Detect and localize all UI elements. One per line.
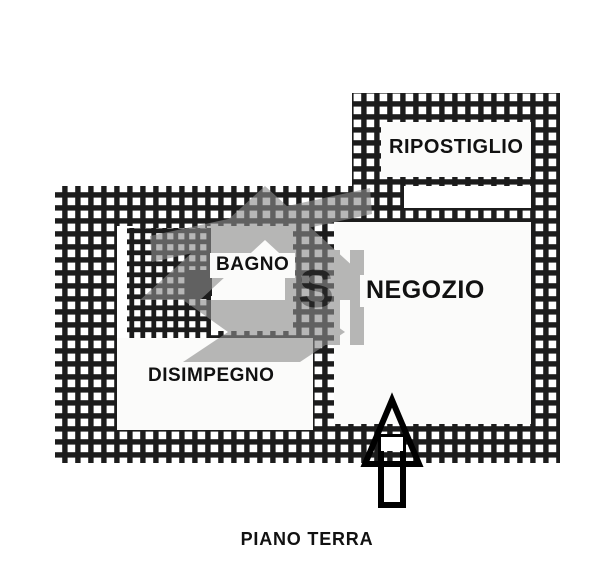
- plan-caption: PIANO TERRA: [240, 529, 374, 549]
- svg-text:S: S: [298, 259, 334, 319]
- room-negozio: [334, 222, 531, 424]
- room-label-ripostiglio: RIPOSTIGLIO: [383, 134, 530, 160]
- room-label-disimpegno: DISIMPEGNO: [142, 364, 281, 389]
- room-label-negozio: NEGOZIO: [360, 275, 491, 307]
- room-label-bagno: BAGNO: [210, 253, 296, 278]
- entrance-arrow-icon: [360, 392, 424, 508]
